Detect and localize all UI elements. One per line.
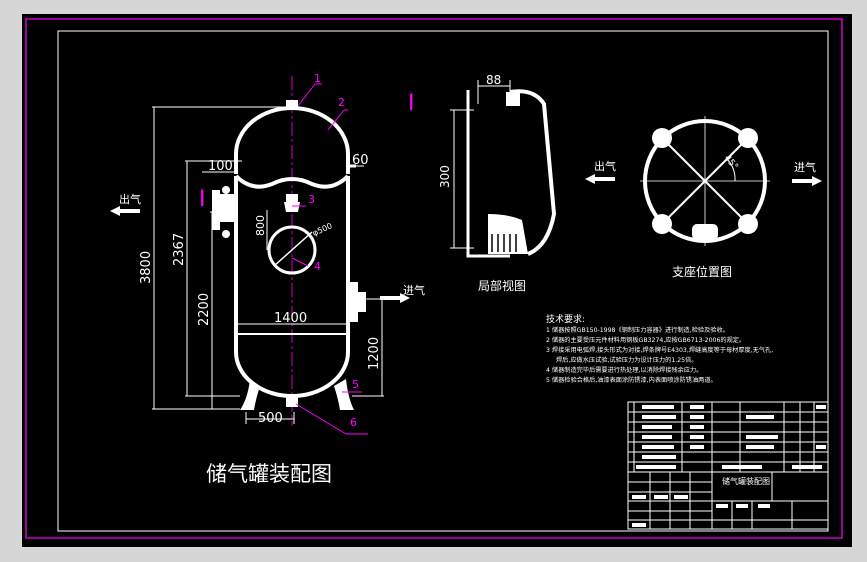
outer-frame [25,18,843,539]
drawing-sheet: 1 2 3 4 5 6 3800 2367 2200 1200 1400 500… [25,18,843,539]
support-view [640,116,770,246]
detail-caption: 局部视图 [478,278,526,293]
support-angle: 45° [722,154,740,173]
vessel-main-view [212,76,366,426]
inlet-label: 进气 [403,283,425,297]
detail-dim-88: 88 [486,73,501,87]
balloon-6: 6 [350,416,357,429]
balloon-1: 1 [314,72,321,85]
support-inlet-arrow [792,176,822,186]
dim-3800: 3800 [139,251,154,284]
support-caption: 支座位置图 [672,264,732,279]
notes-line-6: 5 储器检验合格后,油漆表面涂防锈漆,内表面喷涂防锈油两道。 [546,376,717,384]
dim-2200: 2200 [197,293,212,326]
outlet-arrow [110,206,140,216]
dim-100: 100 [208,159,233,174]
detail-view [450,80,557,258]
inner-border [57,30,829,532]
title-block [627,401,829,530]
main-dimensions [152,106,384,424]
dim-1400: 1400 [274,311,307,326]
support-inlet-label: 进气 [794,160,816,174]
dim-60: 60 [352,153,369,168]
dim-800: 800 [254,215,267,236]
dim-2367: 2367 [172,233,187,266]
title-block-fill-marks [632,405,826,527]
detail-dim-300: 300 [438,165,452,188]
notes-heading: 技术要求: [546,313,585,325]
balloon-leaders [291,83,368,435]
notes-line-2: 2 储器的主要受压元件材料用钢板GB3274,应按GB6713-2006的规定。 [546,336,745,344]
inlet-arrow [380,293,410,303]
balloon-4: 4 [314,260,321,273]
support-outlet-arrow [585,174,615,184]
notes-line-3: 3 焊接采用电弧焊,接头形式为对接,焊条牌号E4303,焊缝高度等于母材厚度,无… [546,346,773,354]
titleblock-drawing-name: 储气罐装配图 [722,476,770,486]
dim-500: 500 [258,411,283,426]
balloon-5: 5 [352,378,359,391]
notes-line-1: 1 储器按照GB150-1998《钢制压力容器》进行制造,检验及验收。 [546,326,729,334]
dim-manhole-dia: φ500 [311,221,333,238]
notes-line-5: 4 储器制造完毕后需要进行热处理,以消除焊接残余应力。 [546,366,702,374]
drawing-title: 储气罐装配图 [206,462,332,486]
section-mark: I [199,187,206,212]
balloon-3: 3 [308,193,315,206]
dim-1200: 1200 [367,337,382,370]
cad-viewport[interactable]: 1 2 3 4 5 6 3800 2367 2200 1200 1400 500… [22,14,852,547]
support-outlet-label: 出气 [594,159,616,173]
balloon-2: 2 [338,96,345,109]
notes-line-4: 焊后,应做水压试验,试验压力为设计压力的1.25倍。 [556,356,697,364]
outlet-label: 出气 [119,192,141,206]
detail-mark: I [408,91,415,116]
